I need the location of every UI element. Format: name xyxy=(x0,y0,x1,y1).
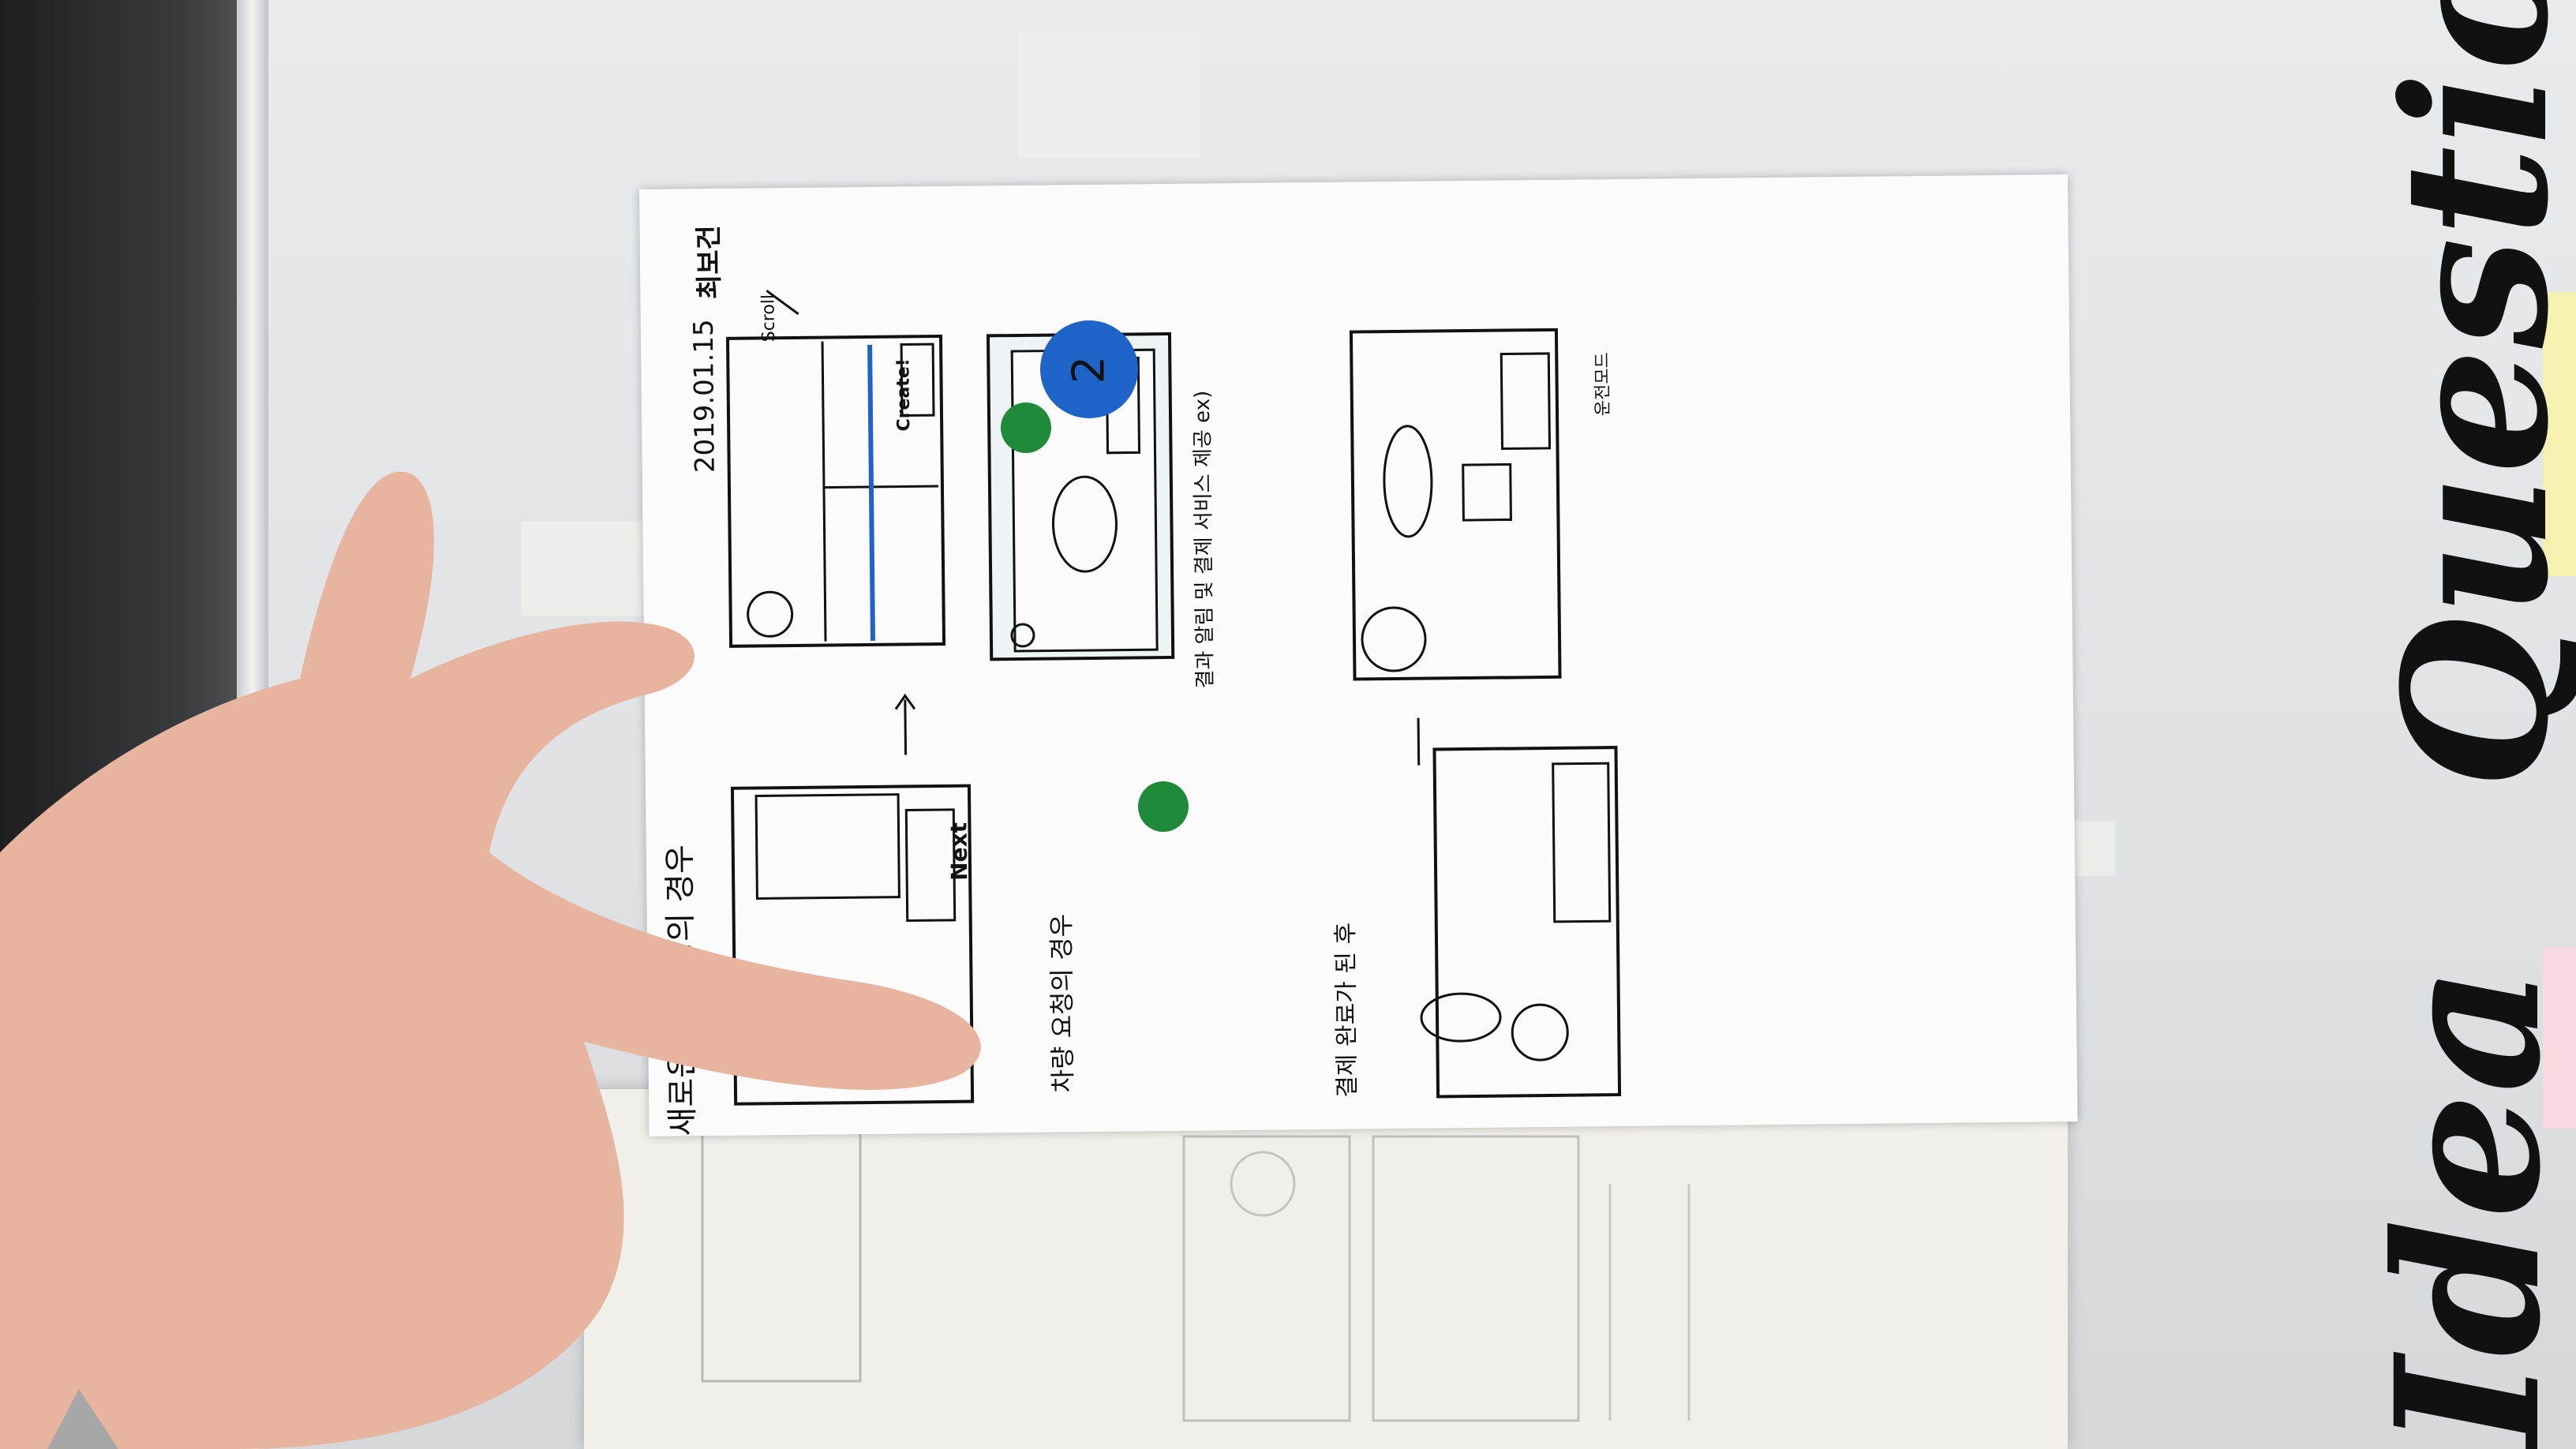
hand xyxy=(0,471,981,1449)
board-word: Idea xyxy=(2352,965,2576,1449)
sticky-note xyxy=(2543,947,2576,1129)
drive-mode-button: 운전모드 xyxy=(1593,352,1614,417)
tape-strip xyxy=(1018,32,1200,158)
sticky-note xyxy=(2543,292,2576,576)
notebook-back-page xyxy=(584,1089,2068,1449)
sticker-number: 2 xyxy=(1063,355,1115,384)
alert-text: 결과 알림 및 결제 서비스 제공 ex) xyxy=(1190,390,1218,689)
green-sticker xyxy=(1001,402,1051,453)
board-word: Question xyxy=(2360,0,2576,789)
blue-sticker: 2 xyxy=(1040,320,1138,418)
scroll-label: Scroll xyxy=(758,294,780,343)
section-title-payment-done: 결제 완료가 된 후 xyxy=(1331,922,1362,1098)
tape-strip xyxy=(521,521,655,616)
create-button: Create! xyxy=(893,358,915,432)
green-sticker xyxy=(1138,781,1189,832)
